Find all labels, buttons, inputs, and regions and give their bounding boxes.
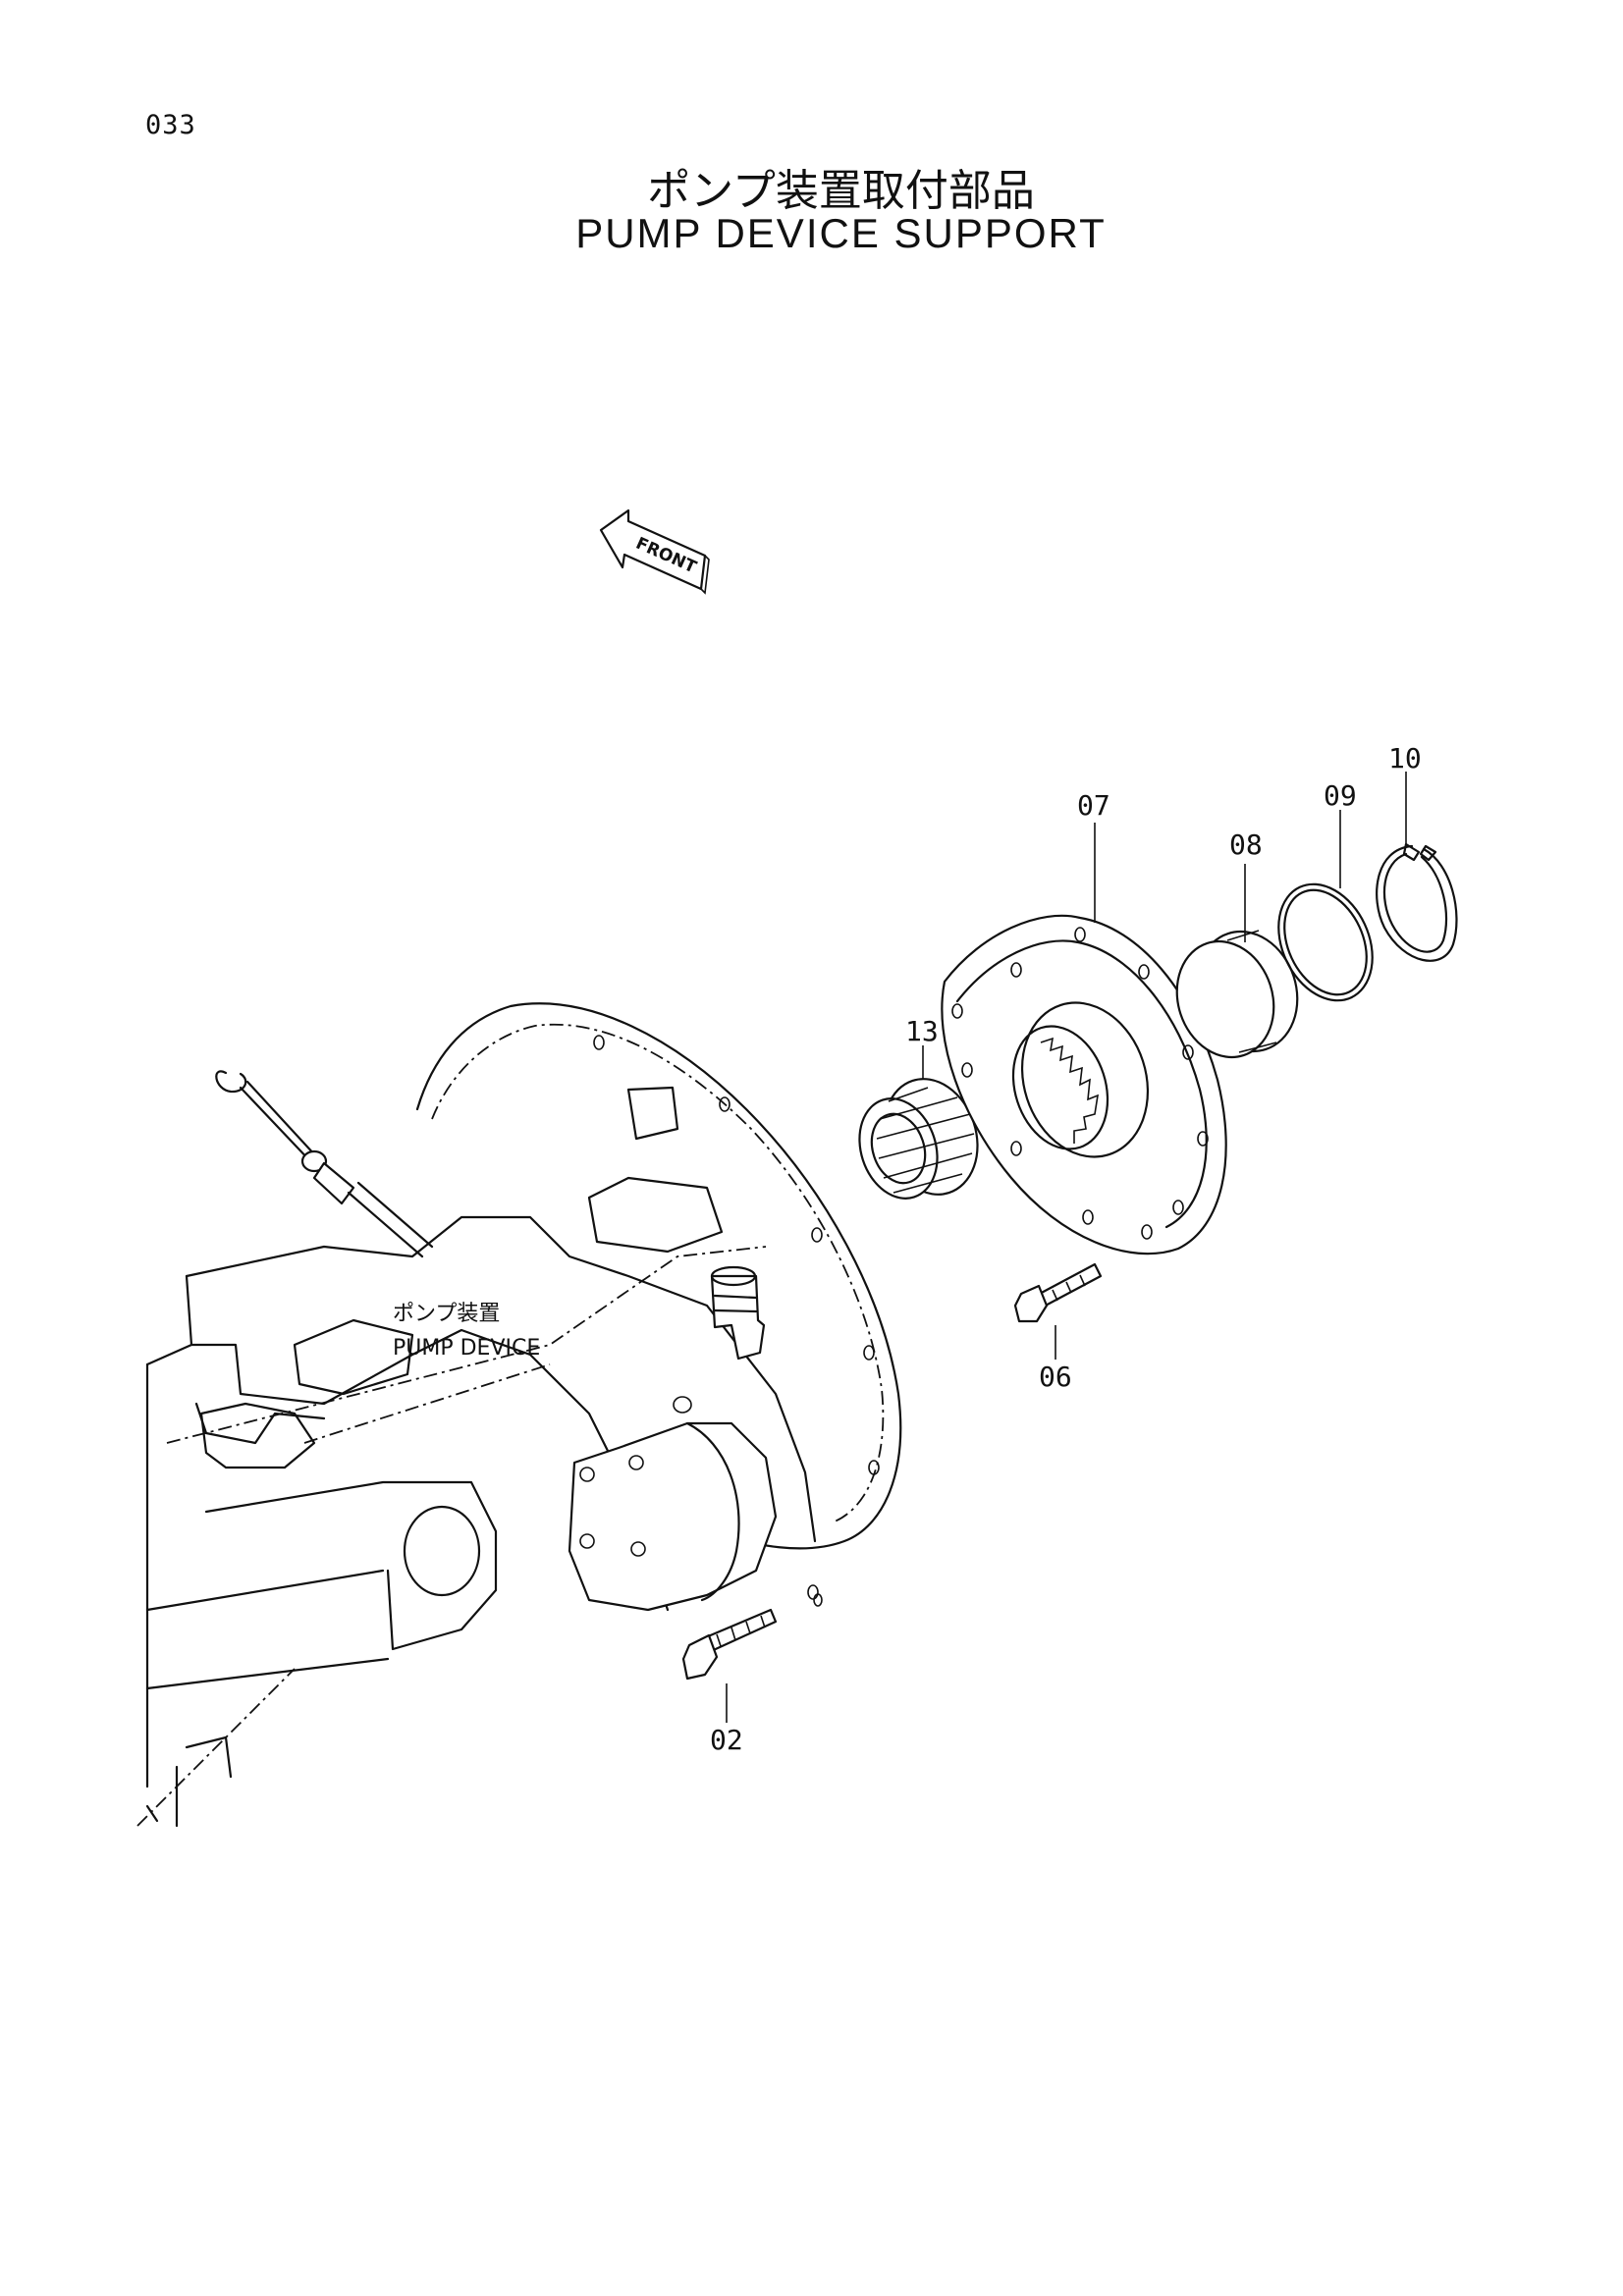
diagram-title-japanese: ポンプ装置取付部品 [647, 166, 1035, 216]
part-09-o-ring [1277, 882, 1374, 1002]
pump-device-assembly [136, 1002, 902, 1828]
callout-13: 13 [905, 1015, 939, 1047]
callout-02: 02 [710, 1724, 743, 1756]
part-07-flange [941, 914, 1227, 1255]
callout-08: 08 [1229, 828, 1263, 861]
callout-09: 09 [1324, 779, 1357, 812]
callout-07: 07 [1077, 789, 1110, 822]
pump-device-label-japanese: ポンプ装置 [393, 1302, 500, 1326]
part-06-bolt [1013, 1262, 1103, 1323]
part-10-snap-ring [1376, 842, 1458, 962]
callout-10: 10 [1388, 742, 1422, 774]
page-number: 033 [145, 110, 196, 140]
pump-device-label-english: PUMP DEVICE [393, 1336, 540, 1361]
leader-lines [726, 772, 1407, 1723]
part-08-cover [1175, 930, 1299, 1059]
callout-06: 06 [1039, 1361, 1072, 1393]
part-13-spline-coupling [858, 1078, 979, 1200]
diagram-title-english: PUMP DEVICE SUPPORT [575, 210, 1107, 256]
front-arrow-icon: FRONT [599, 508, 710, 595]
